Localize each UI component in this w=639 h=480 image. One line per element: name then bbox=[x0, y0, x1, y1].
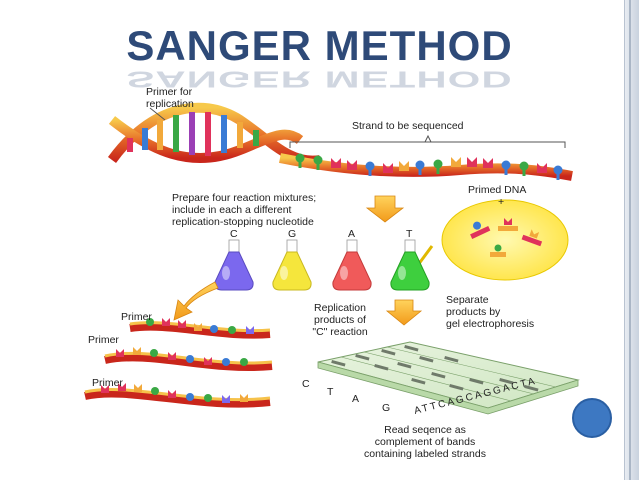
slide-title: SANGER METHOD bbox=[126, 22, 513, 69]
product-strand-2 bbox=[104, 347, 273, 372]
label-strand-to-be-sequenced: Strand to be sequenced bbox=[352, 120, 464, 132]
arrow-down-1 bbox=[365, 195, 405, 223]
label-primed-dna: Primed DNA bbox=[468, 184, 527, 196]
label-separate-line-3: gel electrophoresis bbox=[446, 318, 535, 330]
flask-label-t: T bbox=[406, 228, 413, 240]
label-primer-2: Primer bbox=[88, 334, 119, 346]
gel-slab bbox=[317, 341, 580, 415]
lane-label-c: C bbox=[302, 378, 310, 390]
flask-g bbox=[272, 239, 312, 291]
flask-c bbox=[214, 239, 254, 291]
dna-double-helix bbox=[107, 102, 321, 166]
product-strand-1 bbox=[129, 318, 271, 339]
primer-pointer bbox=[149, 107, 166, 121]
label-replication-line-1: Replication bbox=[314, 302, 366, 314]
flask-a bbox=[332, 239, 372, 291]
primed-dna-bubble bbox=[416, 199, 569, 281]
flask-label-c: C bbox=[230, 228, 238, 240]
label-read-line-1: Read seqence as bbox=[384, 424, 466, 436]
label-separate-line-1: Separate bbox=[446, 294, 489, 306]
label-prepare-line-1: Prepare four reaction mixtures; bbox=[172, 192, 317, 204]
flask-label-a: A bbox=[348, 228, 356, 240]
label-plus: + bbox=[498, 196, 505, 208]
label-prepare-mixtures: Prepare four reaction mixtures; include … bbox=[172, 192, 316, 228]
template-strand bbox=[279, 134, 573, 181]
label-read-sequence-caption: Read seqence as complement of bands cont… bbox=[340, 424, 510, 460]
accent-circle bbox=[572, 398, 612, 438]
label-primer-for-replication: Primer for replication bbox=[146, 86, 194, 110]
lane-label-a: A bbox=[352, 393, 359, 405]
slide-frame-edge bbox=[624, 0, 639, 480]
label-primer-line-2: replication bbox=[146, 98, 194, 110]
template-nucleotides bbox=[295, 153, 563, 180]
flask-t bbox=[390, 239, 430, 291]
label-replication-line-2: products of bbox=[314, 314, 366, 326]
label-primer-1: Primer bbox=[121, 311, 152, 323]
label-prepare-line-3: replication-stopping nucleotide bbox=[172, 216, 314, 228]
label-separate-products: Separate products by gel electrophoresis bbox=[446, 294, 534, 330]
label-read-line-2: complement of bands bbox=[374, 436, 476, 448]
lane-label-t: T bbox=[327, 386, 334, 398]
label-replication-line-3: "C" reaction bbox=[312, 326, 368, 338]
label-read-line-3: containing labeled strands bbox=[363, 448, 486, 460]
lane-label-g: G bbox=[382, 402, 390, 414]
arrow-down-2 bbox=[385, 299, 423, 326]
curved-arrow-to-products bbox=[173, 281, 219, 321]
label-separate-line-2: products by bbox=[446, 306, 501, 318]
label-replication-products: Replication products of "C" reaction bbox=[298, 302, 382, 338]
label-primer-3: Primer bbox=[92, 377, 123, 389]
product-strand-3 bbox=[84, 383, 271, 408]
label-primer-line-1: Primer for bbox=[146, 86, 193, 98]
flask-label-g: G bbox=[288, 228, 297, 240]
label-prepare-line-2: include in each a different bbox=[172, 204, 292, 216]
